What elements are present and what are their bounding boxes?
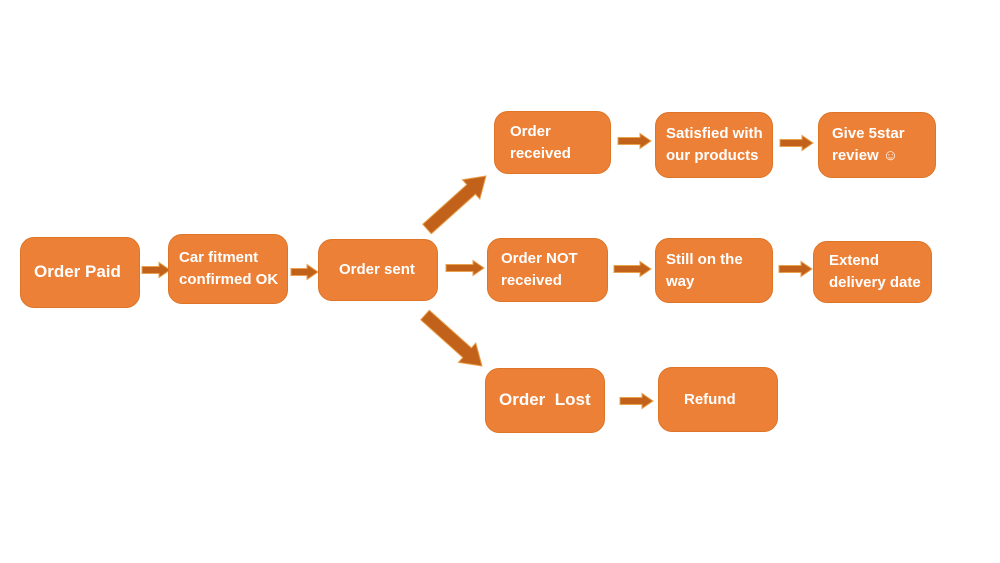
node-order-received: Order received: [494, 111, 611, 174]
node-give-5star-review: Give 5star review ☺: [818, 112, 936, 178]
node-car-fitment-confirmed-label: Car fitment confirmed OK: [179, 249, 279, 288]
node-order-sent-label: Order sent: [339, 261, 415, 279]
arrow-car-fitment-to-order-sent: [290, 263, 319, 281]
arrow-order-sent-to-order-not-received: [445, 259, 485, 277]
arrow-still-on-the-way-to-extend-delivery: [778, 260, 813, 278]
node-order-not-received-label: Order NOT received: [501, 250, 578, 289]
arrow-order-received-to-satisfied: [617, 132, 652, 150]
arrow-order-paid-to-car-fitment: [141, 261, 171, 279]
node-order-paid-label: Order Paid: [34, 262, 121, 282]
node-give-5star-review-label: Give 5star review ☺: [832, 125, 905, 164]
node-order-paid: Order Paid: [20, 237, 140, 308]
node-order-lost-label: Order Lost: [499, 390, 591, 410]
node-extend-delivery-date-label: Extend delivery date: [829, 252, 921, 291]
arrow-order-sent-to-order-received: [421, 175, 487, 235]
node-order-lost: Order Lost: [485, 368, 605, 433]
node-still-on-the-way-label: Still on the way: [666, 250, 743, 290]
node-refund-label: Refund: [684, 390, 736, 408]
node-refund: Refund: [658, 367, 778, 432]
node-satisfied-with-products-label: Satisfied with our products: [666, 125, 763, 164]
node-still-on-the-way: Still on the way: [655, 238, 773, 303]
arrow-order-sent-to-order-lost: [419, 309, 483, 367]
arrow-order-lost-to-refund: [619, 392, 654, 410]
node-car-fitment-confirmed: Car fitment confirmed OK: [168, 234, 288, 304]
node-satisfied-with-products: Satisfied with our products: [655, 112, 773, 178]
node-order-not-received: Order NOT received: [487, 238, 608, 302]
arrow-satisfied-to-give-5star: [779, 134, 814, 152]
node-order-received-label: Order received: [510, 122, 571, 162]
node-order-sent: Order sent: [318, 239, 438, 301]
node-extend-delivery-date: Extend delivery date: [813, 241, 932, 303]
arrow-order-not-received-to-still-on-the-way: [613, 260, 652, 278]
